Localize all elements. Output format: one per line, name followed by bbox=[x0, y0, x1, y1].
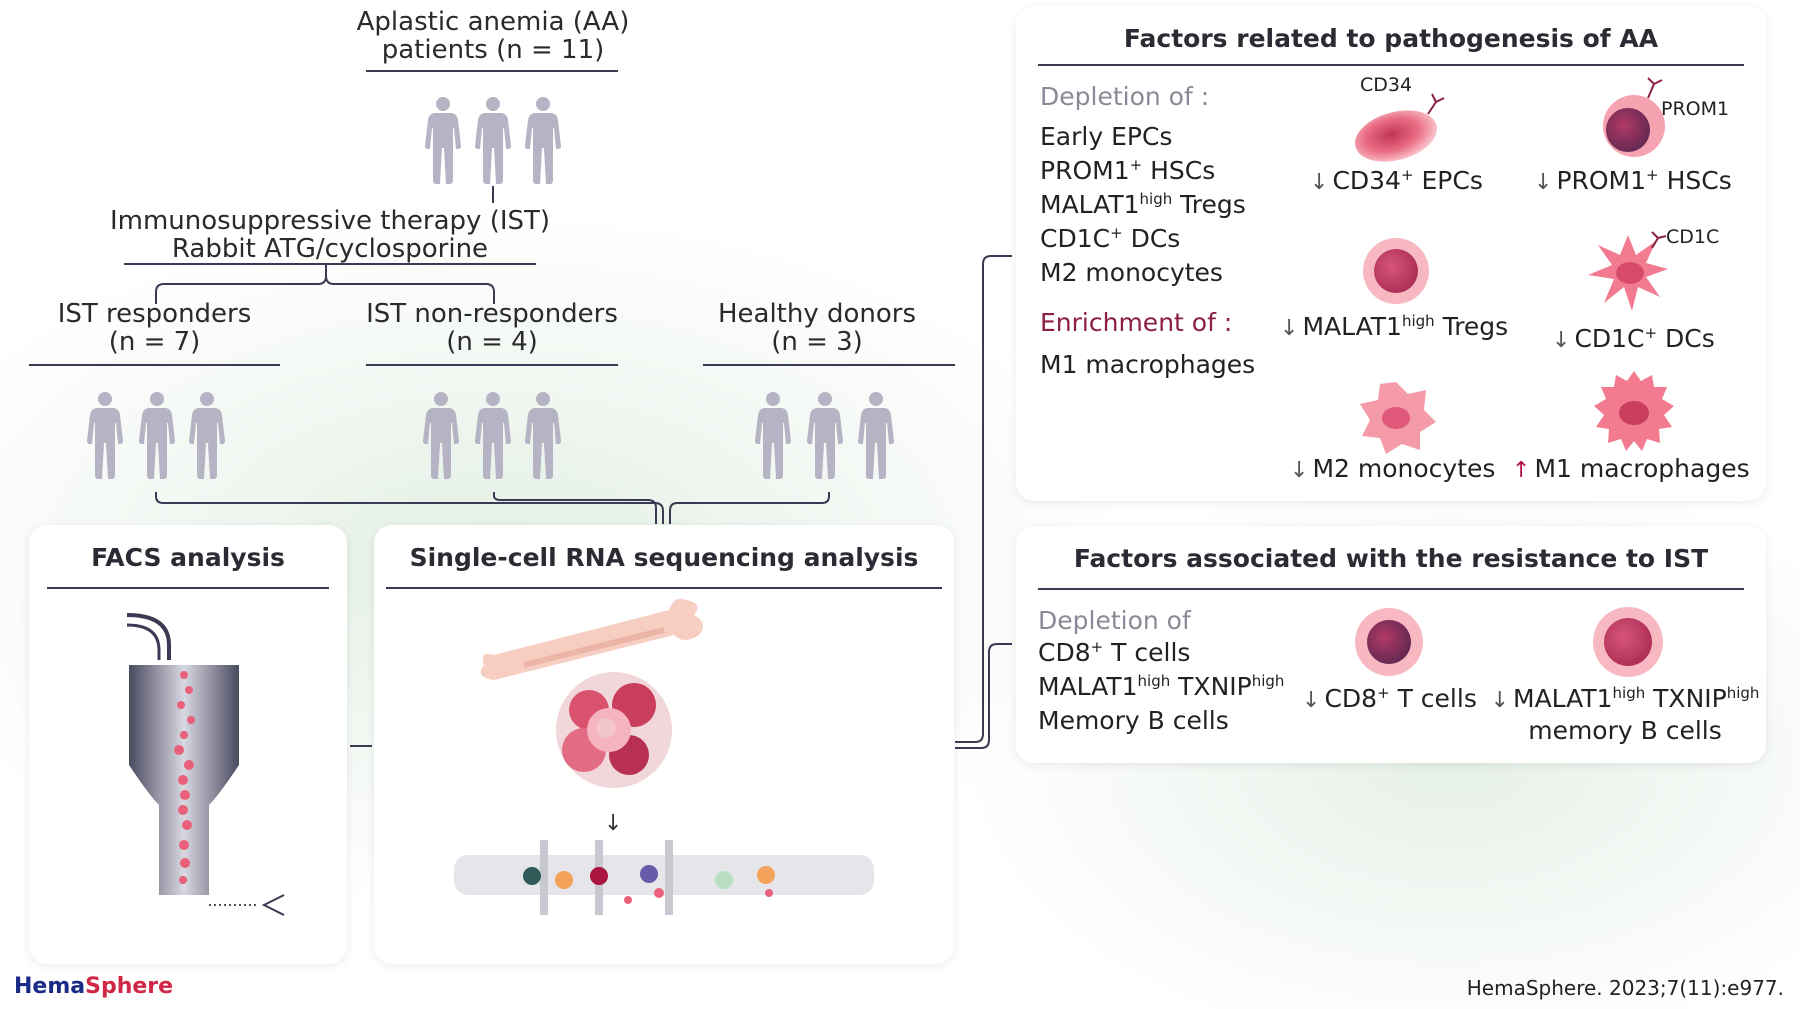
group-label: Healthy donors bbox=[717, 299, 917, 329]
resistance-cells bbox=[1355, 607, 1663, 677]
divider bbox=[1038, 64, 1744, 66]
bone-icon bbox=[480, 598, 703, 680]
divider bbox=[386, 587, 942, 589]
memory-b-label: ↓MALAT1high TXNIPhigh memory B cells bbox=[1490, 684, 1760, 745]
aa-patients-title: Aplastic anemia (AA) patients (n = 11) bbox=[330, 8, 656, 64]
list-item: CD8+ T cells bbox=[1038, 638, 1191, 667]
resistance-title: Factors associated with the resistance t… bbox=[1073, 544, 1709, 573]
scrna-title: Single-cell RNA sequencing analysis bbox=[409, 543, 919, 572]
resistance-card: Factors associated with the resistance t… bbox=[1016, 526, 1766, 763]
flow-cytometer-icon bbox=[126, 613, 285, 916]
scrna-card: Single-cell RNA sequencing analysis ↓ bbox=[374, 525, 954, 964]
facs-title: FACS analysis bbox=[91, 543, 285, 572]
list-item: Memory B cells bbox=[1038, 706, 1229, 735]
enrichment-label: Enrichment of : bbox=[1040, 308, 1233, 337]
list-item: Early EPCs bbox=[1040, 122, 1173, 151]
macrophage-icon bbox=[1594, 371, 1674, 451]
citation: HemaSphere. 2023;7(11):e977. bbox=[1466, 976, 1784, 1000]
list-item: MALAT1high Tregs bbox=[1040, 190, 1246, 219]
group-responders: IST responders (n = 7) bbox=[29, 300, 280, 356]
ist-line2: Rabbit ATG/cyclosporine bbox=[171, 234, 489, 264]
list-item: CD1C+ DCs bbox=[1040, 224, 1181, 253]
list-item: PROM1+ HSCs bbox=[1040, 156, 1216, 185]
group-healthy-donors: Healthy donors (n = 3) bbox=[703, 300, 931, 356]
divider bbox=[1038, 588, 1744, 590]
facs-card: FACS analysis bbox=[29, 525, 347, 964]
list-item: M2 monocytes bbox=[1040, 258, 1223, 287]
prom1-label: ↓PROM1+ HSCs bbox=[1534, 166, 1732, 195]
brand-logo: HemaSphere bbox=[14, 974, 174, 999]
dendritic-cell-icon bbox=[1588, 235, 1668, 311]
epc-cell-icon bbox=[1354, 110, 1438, 162]
list-item: M1 macrophages bbox=[1040, 350, 1256, 379]
group-non-responders: IST non-responders (n = 4) bbox=[356, 300, 628, 356]
cd1c-tag: CD1C bbox=[1666, 226, 1720, 248]
aa-line2: patients (n = 11) bbox=[381, 35, 605, 65]
aa-line1: Aplastic anemia (AA) bbox=[356, 7, 630, 37]
ist-title: Immunosuppressive therapy (IST) Rabbit A… bbox=[100, 207, 560, 263]
pathogenesis-title: Factors related to pathogenesis of AA bbox=[1123, 24, 1659, 53]
prom1-tag: PROM1 bbox=[1661, 98, 1730, 120]
microfluidic-icon bbox=[454, 840, 874, 915]
list-item: MALAT1high TXNIPhigh bbox=[1038, 672, 1285, 701]
m2-label: ↓M2 monocytes bbox=[1290, 454, 1496, 483]
cell-icon bbox=[556, 672, 672, 788]
cd34-label: ↓CD34+ EPCs bbox=[1310, 166, 1483, 195]
cell-illustrations bbox=[1354, 77, 1674, 454]
m1-label: ↑M1 macrophages bbox=[1512, 454, 1750, 483]
group-count: (n = 3) bbox=[771, 327, 863, 357]
malat1-label: ↓MALAT1high Tregs bbox=[1280, 312, 1509, 341]
group-label: IST non-responders bbox=[366, 299, 618, 329]
depletion-label: Depletion of bbox=[1038, 606, 1191, 635]
group-count: (n = 4) bbox=[446, 327, 538, 357]
group-label: IST responders bbox=[57, 299, 252, 329]
cd34-tag: CD34 bbox=[1360, 74, 1413, 96]
pathogenesis-card: Factors related to pathogenesis of AA De… bbox=[1016, 6, 1766, 501]
group-count: (n = 7) bbox=[108, 327, 201, 357]
scrna-illustration: ↓ bbox=[454, 598, 874, 915]
ist-line1: Immunosuppressive therapy (IST) bbox=[109, 206, 551, 236]
cd1c-label: ↓CD1C+ DCs bbox=[1552, 324, 1715, 353]
monocyte-icon bbox=[1360, 382, 1436, 454]
svg-text:↓: ↓ bbox=[604, 811, 622, 836]
divider bbox=[47, 587, 329, 589]
depletion-label: Depletion of : bbox=[1040, 82, 1210, 111]
cd8-label: ↓CD8+ T cells bbox=[1302, 684, 1477, 713]
person-icon bbox=[425, 97, 561, 184]
